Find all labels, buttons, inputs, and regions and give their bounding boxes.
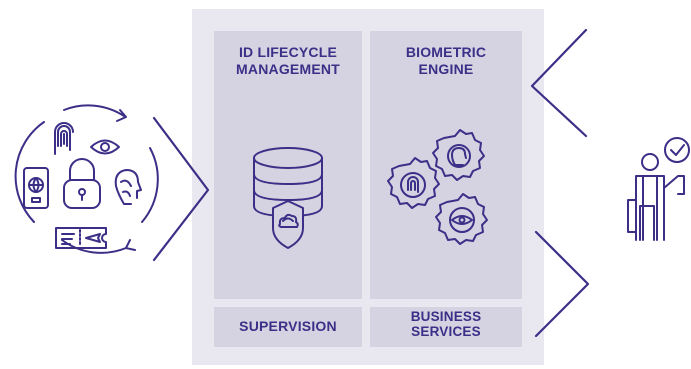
business-services-label-line1: BUSINESS <box>410 309 482 324</box>
cycle-arc-bottom <box>61 239 127 254</box>
cycle-arc-left <box>14 121 45 223</box>
business-services-label: BUSINESS SERVICES <box>370 309 522 339</box>
cycle-arc-top <box>63 104 125 117</box>
business-services-label-line2: SERVICES <box>411 324 481 339</box>
passport-icon <box>23 167 49 209</box>
verified-person-icon <box>627 137 690 241</box>
business-services-block <box>370 307 522 347</box>
supervision-label: SUPERVISION <box>214 318 362 335</box>
id-lifecycle-label-line2: MANAGEMENT <box>236 61 340 77</box>
boarding-pass-icon <box>55 227 107 249</box>
supervision-block <box>214 307 362 347</box>
padlock-icon <box>63 158 101 209</box>
biometric-label-line2: ENGINE <box>418 61 474 77</box>
face-profile-icon <box>114 169 142 205</box>
cycle-arrowhead-bottom-icon <box>125 239 136 251</box>
cycle-arrowhead-icon <box>116 109 127 122</box>
biometric-engine-label: BIOMETRIC ENGINE <box>370 44 522 78</box>
identity-cycle <box>14 104 159 254</box>
supervision-label-text: SUPERVISION <box>239 318 337 334</box>
cycle-arc-right <box>141 147 159 223</box>
id-lifecycle-management-label: ID LIFECYCLE MANAGEMENT <box>214 44 362 78</box>
biometric-label-line1: BIOMETRIC <box>405 44 487 60</box>
id-lifecycle-label-line1: ID LIFECYCLE <box>238 44 338 60</box>
fingerprint-icon <box>54 122 74 155</box>
eye-icon <box>90 139 120 155</box>
